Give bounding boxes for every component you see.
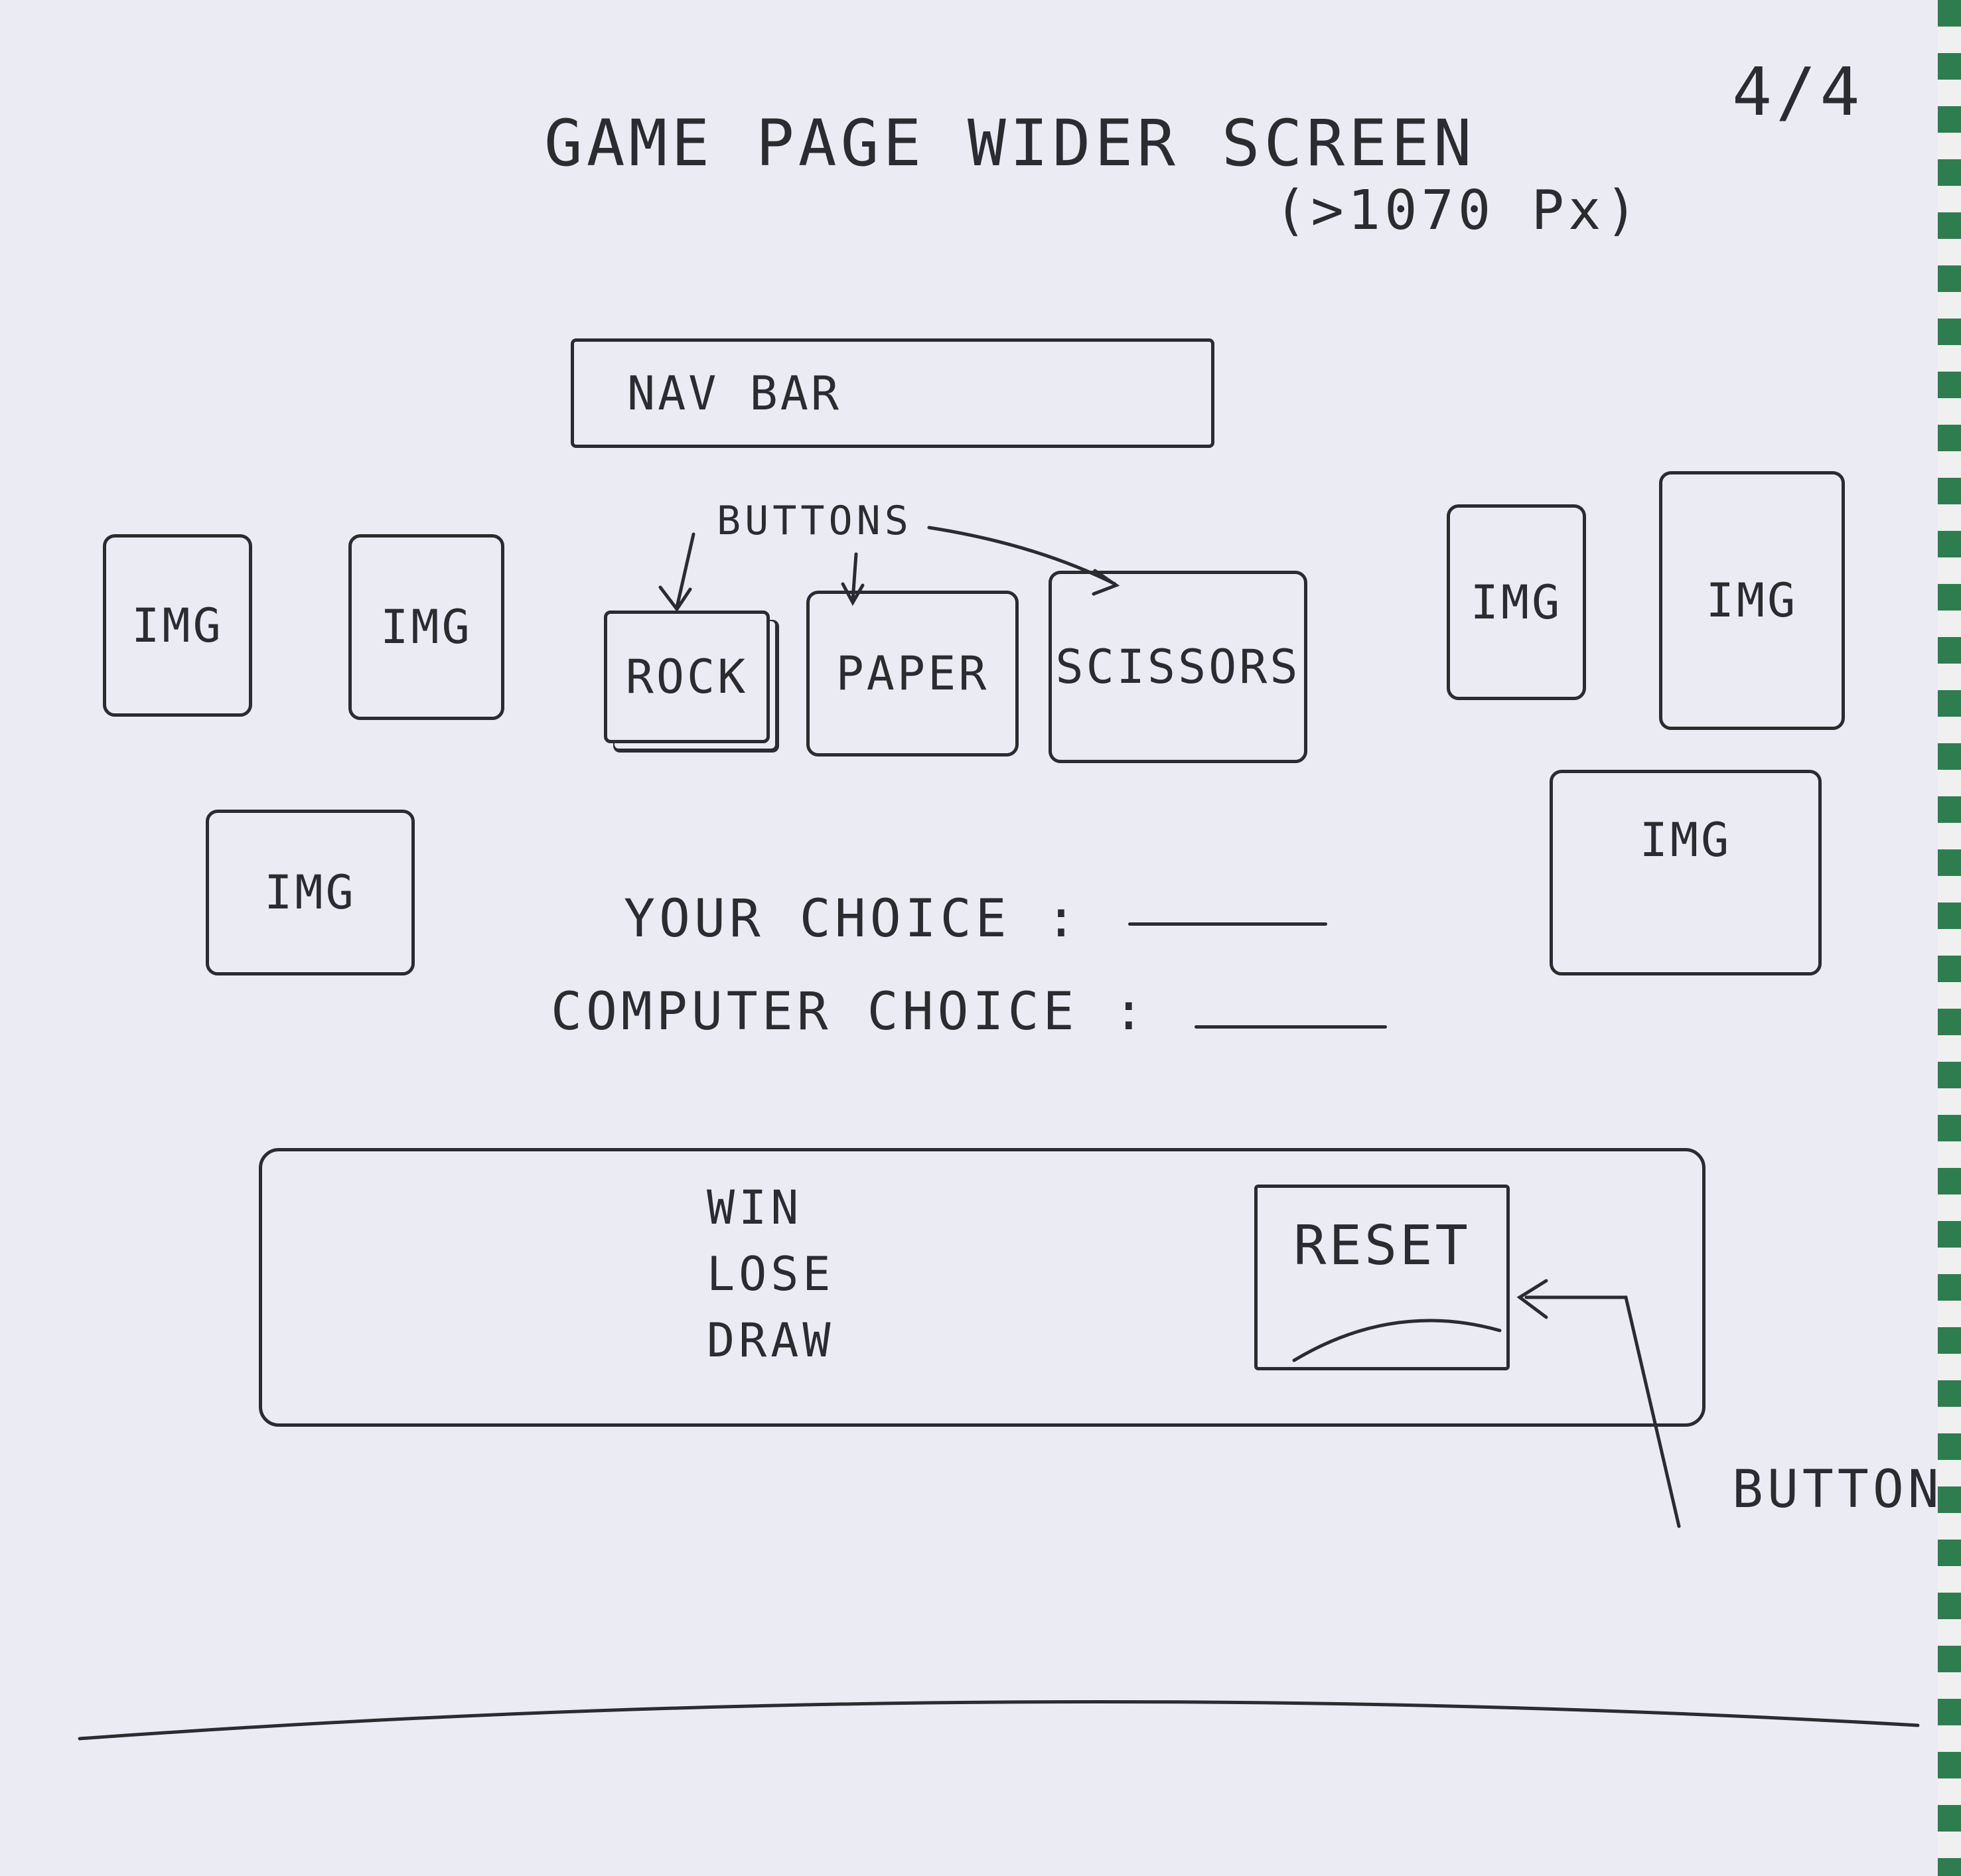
- arrow-to-rock: [658, 532, 695, 613]
- image-label: IMG: [131, 598, 224, 653]
- your-choice-label: YOUR CHOICE :: [624, 889, 1081, 949]
- score-lose: LOSE: [707, 1247, 835, 1301]
- reset-button-label: RESET: [1293, 1214, 1471, 1277]
- bottom-rule: [78, 1699, 1920, 1741]
- nav-bar-label: NAV BAR: [627, 366, 842, 421]
- page-subtitle: (>1070 Px): [1274, 179, 1642, 242]
- reset-button[interactable]: RESET: [1254, 1185, 1510, 1370]
- score-win: WIN: [707, 1181, 803, 1235]
- score-list: WIN LOSE DRAW: [707, 1175, 835, 1374]
- arrow-to-scissors: [927, 526, 1120, 596]
- paper-button[interactable]: PAPER: [806, 591, 1019, 757]
- paper-edge-strip: [1938, 0, 1961, 1876]
- arrow-to-paper: [841, 552, 865, 607]
- image-placeholder: IMG: [348, 534, 504, 720]
- reset-button-squiggle: [1292, 1319, 1502, 1362]
- your-choice-value: [1128, 922, 1327, 926]
- image-label: IMG: [1639, 813, 1732, 867]
- image-placeholder: IMG: [103, 534, 252, 717]
- image-label: IMG: [1470, 575, 1563, 630]
- computer-choice-label: COMPUTER CHOICE :: [551, 982, 1149, 1042]
- paper-button-label: PAPER: [835, 646, 989, 701]
- scissors-button[interactable]: SCISSORS: [1049, 571, 1307, 763]
- score-panel: WIN LOSE DRAW: [259, 1148, 1706, 1427]
- page-counter: 4/4: [1732, 53, 1864, 131]
- image-placeholder: IMG: [1550, 770, 1822, 975]
- nav-bar[interactable]: NAV BAR: [571, 338, 1214, 448]
- image-placeholder: IMG: [1447, 504, 1586, 700]
- image-label: IMG: [264, 865, 356, 920]
- image-placeholder: IMG: [1659, 471, 1845, 730]
- arrow-to-reset: [1516, 1279, 1681, 1528]
- image-placeholder: IMG: [206, 810, 415, 975]
- computer-choice-value: [1195, 1025, 1387, 1029]
- buttons-annotation: BUTTONS: [717, 498, 912, 544]
- rock-button-label: ROCK: [625, 650, 749, 704]
- scissors-button-label: SCISSORS: [1055, 640, 1301, 694]
- page-title: GAME PAGE WIDER SCREEN: [544, 106, 1476, 180]
- score-draw: DRAW: [707, 1313, 835, 1368]
- image-label: IMG: [1706, 573, 1798, 628]
- button-annotation: BUTTON: [1732, 1460, 1943, 1520]
- image-label: IMG: [380, 600, 472, 654]
- rock-button[interactable]: ROCK: [604, 611, 770, 743]
